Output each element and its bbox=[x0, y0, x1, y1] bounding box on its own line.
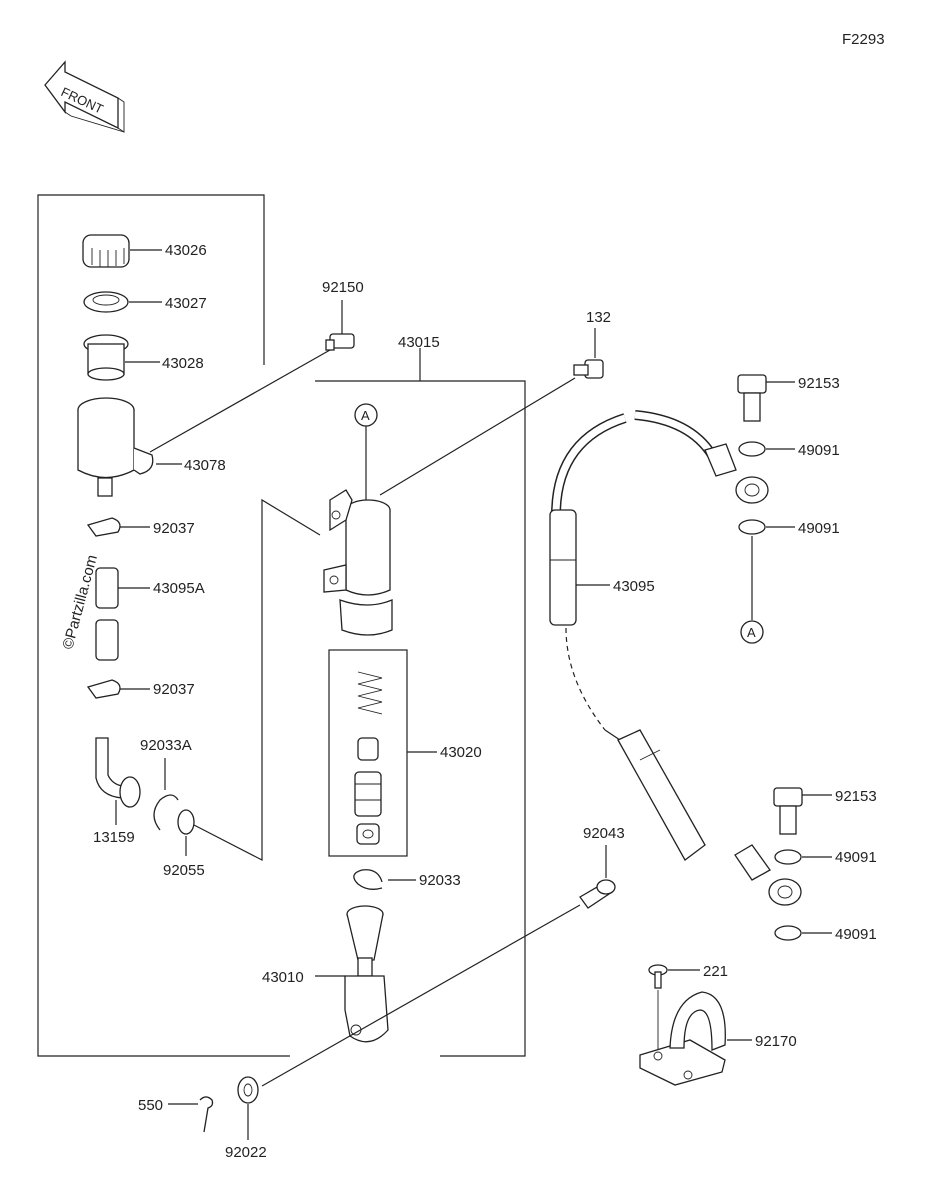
label-92022: 92022 bbox=[225, 1144, 267, 1161]
label-92043: 92043 bbox=[583, 825, 625, 842]
clevis-pin[interactable] bbox=[579, 879, 616, 909]
label-43095a: 43095A bbox=[153, 580, 205, 597]
snap-ring[interactable] bbox=[353, 869, 383, 890]
o-ring[interactable] bbox=[177, 809, 195, 835]
label-92037-bottom: 92037 bbox=[153, 681, 195, 698]
callout-a-hose bbox=[740, 620, 764, 644]
label-13159: 13159 bbox=[93, 829, 135, 846]
bolt-92150[interactable] bbox=[325, 333, 355, 351]
label-92055: 92055 bbox=[163, 862, 205, 879]
piston[interactable] bbox=[354, 771, 382, 817]
sealing-washer-3[interactable] bbox=[774, 849, 802, 865]
label-550: 550 bbox=[138, 1097, 163, 1114]
master-cylinder-body[interactable] bbox=[323, 489, 393, 636]
label-92153-bottom: 92153 bbox=[835, 788, 877, 805]
callout-a-hose-text: A bbox=[747, 625, 756, 640]
diagram-code: F2293 bbox=[842, 31, 885, 48]
watermark: ©Partzilla.com bbox=[59, 553, 101, 651]
label-92037-top: 92037 bbox=[153, 520, 195, 537]
hose-clamp-top[interactable] bbox=[86, 517, 121, 537]
label-221: 221 bbox=[703, 963, 728, 980]
sealing-washer-2[interactable] bbox=[738, 519, 766, 535]
piston-cup[interactable] bbox=[357, 737, 379, 761]
label-43027: 43027 bbox=[165, 295, 207, 312]
callout-a-cylinder-text: A bbox=[361, 408, 370, 423]
label-49091-3: 49091 bbox=[835, 849, 877, 866]
sealing-washer-4[interactable] bbox=[774, 925, 802, 941]
banjo-bolt-top[interactable] bbox=[737, 374, 767, 422]
push-rod[interactable] bbox=[344, 905, 389, 1043]
label-43015: 43015 bbox=[398, 334, 440, 351]
label-92150: 92150 bbox=[322, 279, 364, 296]
reservoir-cap[interactable] bbox=[82, 234, 130, 268]
brake-hose[interactable] bbox=[549, 410, 802, 906]
label-43010: 43010 bbox=[262, 969, 304, 986]
snap-ring-small[interactable] bbox=[153, 794, 179, 831]
label-132: 132 bbox=[586, 309, 611, 326]
cotter-pin[interactable] bbox=[199, 1096, 214, 1133]
label-43028: 43028 bbox=[162, 355, 204, 372]
reservoir-tank[interactable] bbox=[77, 397, 154, 497]
label-92153-top: 92153 bbox=[798, 375, 840, 392]
washer-92022[interactable] bbox=[237, 1076, 259, 1104]
label-92033a: 92033A bbox=[140, 737, 192, 754]
label-92033: 92033 bbox=[419, 872, 461, 889]
reservoir-hose[interactable] bbox=[95, 567, 119, 661]
label-49091-1: 49091 bbox=[798, 442, 840, 459]
piston-kit-box bbox=[328, 649, 408, 857]
sealing-washer-1[interactable] bbox=[738, 441, 766, 457]
label-49091-4: 49091 bbox=[835, 926, 877, 943]
banjo-bolt-bottom[interactable] bbox=[773, 787, 803, 835]
label-43026: 43026 bbox=[165, 242, 207, 259]
piston-seal[interactable] bbox=[356, 823, 380, 845]
screw-221[interactable] bbox=[648, 964, 668, 989]
hose-elbow-fitting[interactable] bbox=[95, 737, 141, 808]
piston-spring[interactable] bbox=[357, 671, 383, 715]
front-arrow-icon: FRONT bbox=[44, 60, 125, 133]
hose-guide-clamp[interactable] bbox=[639, 991, 726, 1086]
label-43078: 43078 bbox=[184, 457, 226, 474]
label-92170: 92170 bbox=[755, 1033, 797, 1050]
label-43020: 43020 bbox=[440, 744, 482, 761]
diaphragm[interactable] bbox=[83, 334, 129, 381]
bolt-132[interactable] bbox=[573, 359, 604, 379]
label-43095: 43095 bbox=[613, 578, 655, 595]
hose-clamp-bottom[interactable] bbox=[86, 679, 121, 699]
label-49091-2: 49091 bbox=[798, 520, 840, 537]
group-frame-left bbox=[37, 194, 290, 1057]
